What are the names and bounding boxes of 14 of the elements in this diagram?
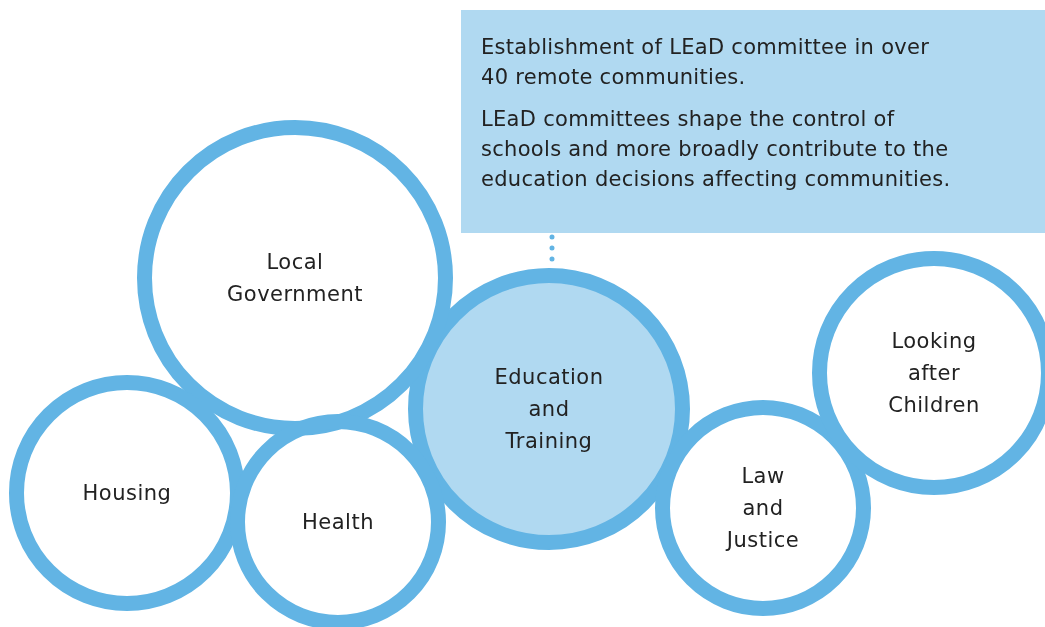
topic-circle (230, 414, 446, 627)
topic-label: Housing (81, 480, 173, 507)
topic-circle (812, 251, 1045, 495)
topic-label: Health (301, 509, 375, 536)
callout-box (461, 10, 1045, 233)
topic-label: Law and Justice (724, 463, 801, 554)
topic-label: Education and Training (493, 364, 605, 455)
topic-label: Looking after Children (887, 328, 981, 419)
callout-text: Establishment of LEaD committee in over 40 remote communities. (481, 34, 931, 91)
topic-label: Local Government (226, 249, 364, 308)
callout-text: LEaD committees shape the control of schools and more broadly contribute to the education decisions affecting communities. (481, 106, 952, 193)
topic-circle (655, 400, 871, 616)
topic-circle (9, 375, 245, 611)
topic-circle (137, 120, 453, 436)
